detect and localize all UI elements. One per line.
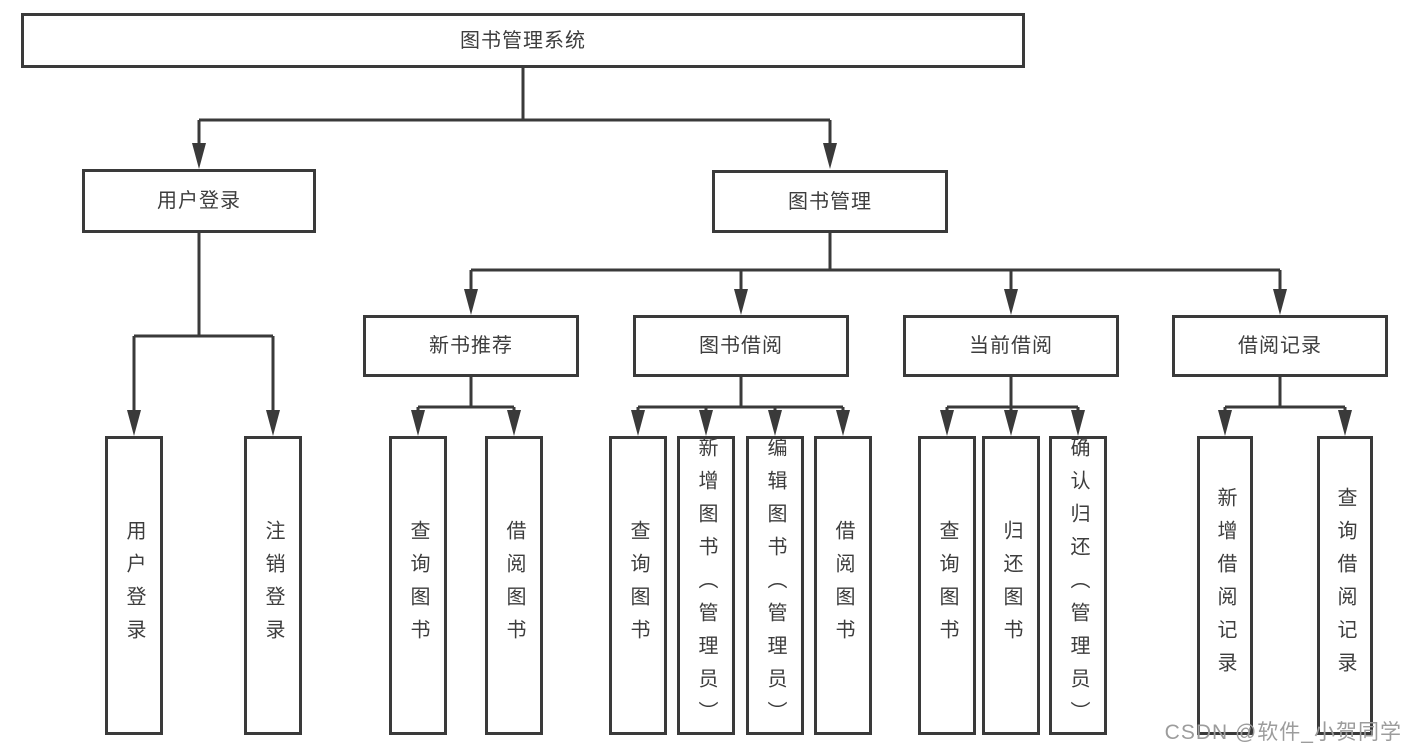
watermark: CSDN @软件_小贺同学: [1164, 721, 1402, 744]
leaf-return-books-label: 归还图书: [1000, 519, 1022, 652]
leaf-query-books-recommend: 查询图书: [389, 436, 447, 735]
leaf-borrow-books-recommend: 借阅图书: [485, 436, 543, 735]
node-borrow-records: 借阅记录: [1172, 315, 1388, 377]
node-new-book-recommend: 新书推荐: [363, 315, 579, 377]
leaf-query-books-borrow-label: 查询图书: [627, 519, 649, 652]
node-root: 图书管理系统: [21, 13, 1025, 68]
leaf-edit-book-admin-label: 编辑图书（管理员）: [764, 437, 786, 734]
node-root-label: 图书管理系统: [460, 29, 586, 52]
leaf-borrow-books-borrow-label: 借阅图书: [832, 519, 854, 652]
node-book-borrow-label: 图书借阅: [699, 335, 783, 357]
leaf-confirm-return-admin: 确认归还（管理员）: [1049, 436, 1107, 735]
leaf-user-login: 用户登录: [105, 436, 163, 735]
leaf-user-login-label: 用户登录: [123, 519, 145, 652]
leaf-edit-book-admin: 编辑图书（管理员）: [746, 436, 804, 735]
node-book-borrow: 图书借阅: [633, 315, 849, 377]
leaf-add-borrow-record: 新增借阅记录: [1197, 436, 1253, 735]
leaf-return-books: 归还图书: [982, 436, 1040, 735]
node-current-borrow-label: 当前借阅: [969, 335, 1053, 357]
leaf-logout-label: 注销登录: [262, 519, 284, 652]
leaf-add-book-admin: 新增图书（管理员）: [677, 436, 735, 735]
node-current-borrow: 当前借阅: [903, 315, 1119, 377]
leaf-add-borrow-record-label: 新增借阅记录: [1214, 486, 1236, 685]
node-user-login-label: 用户登录: [157, 190, 241, 212]
leaf-query-books-borrow: 查询图书: [609, 436, 667, 735]
leaf-query-books-current-label: 查询图书: [936, 519, 958, 652]
node-book-management-label: 图书管理: [788, 190, 872, 213]
leaf-borrow-books-recommend-label: 借阅图书: [503, 519, 525, 652]
node-user-login: 用户登录: [82, 169, 316, 233]
leaf-query-books-recommend-label: 查询图书: [407, 519, 429, 652]
leaf-query-borrow-record: 查询借阅记录: [1317, 436, 1373, 735]
leaf-query-books-current: 查询图书: [918, 436, 976, 735]
node-borrow-records-label: 借阅记录: [1238, 335, 1322, 357]
node-book-management: 图书管理: [712, 170, 948, 233]
leaf-logout: 注销登录: [244, 436, 302, 735]
leaf-query-borrow-record-label: 查询借阅记录: [1334, 486, 1356, 685]
leaf-borrow-books-borrow: 借阅图书: [814, 436, 872, 735]
node-new-book-recommend-label: 新书推荐: [429, 335, 513, 357]
leaf-add-book-admin-label: 新增图书（管理员）: [695, 437, 717, 734]
leaf-confirm-return-admin-label: 确认归还（管理员）: [1067, 437, 1089, 734]
